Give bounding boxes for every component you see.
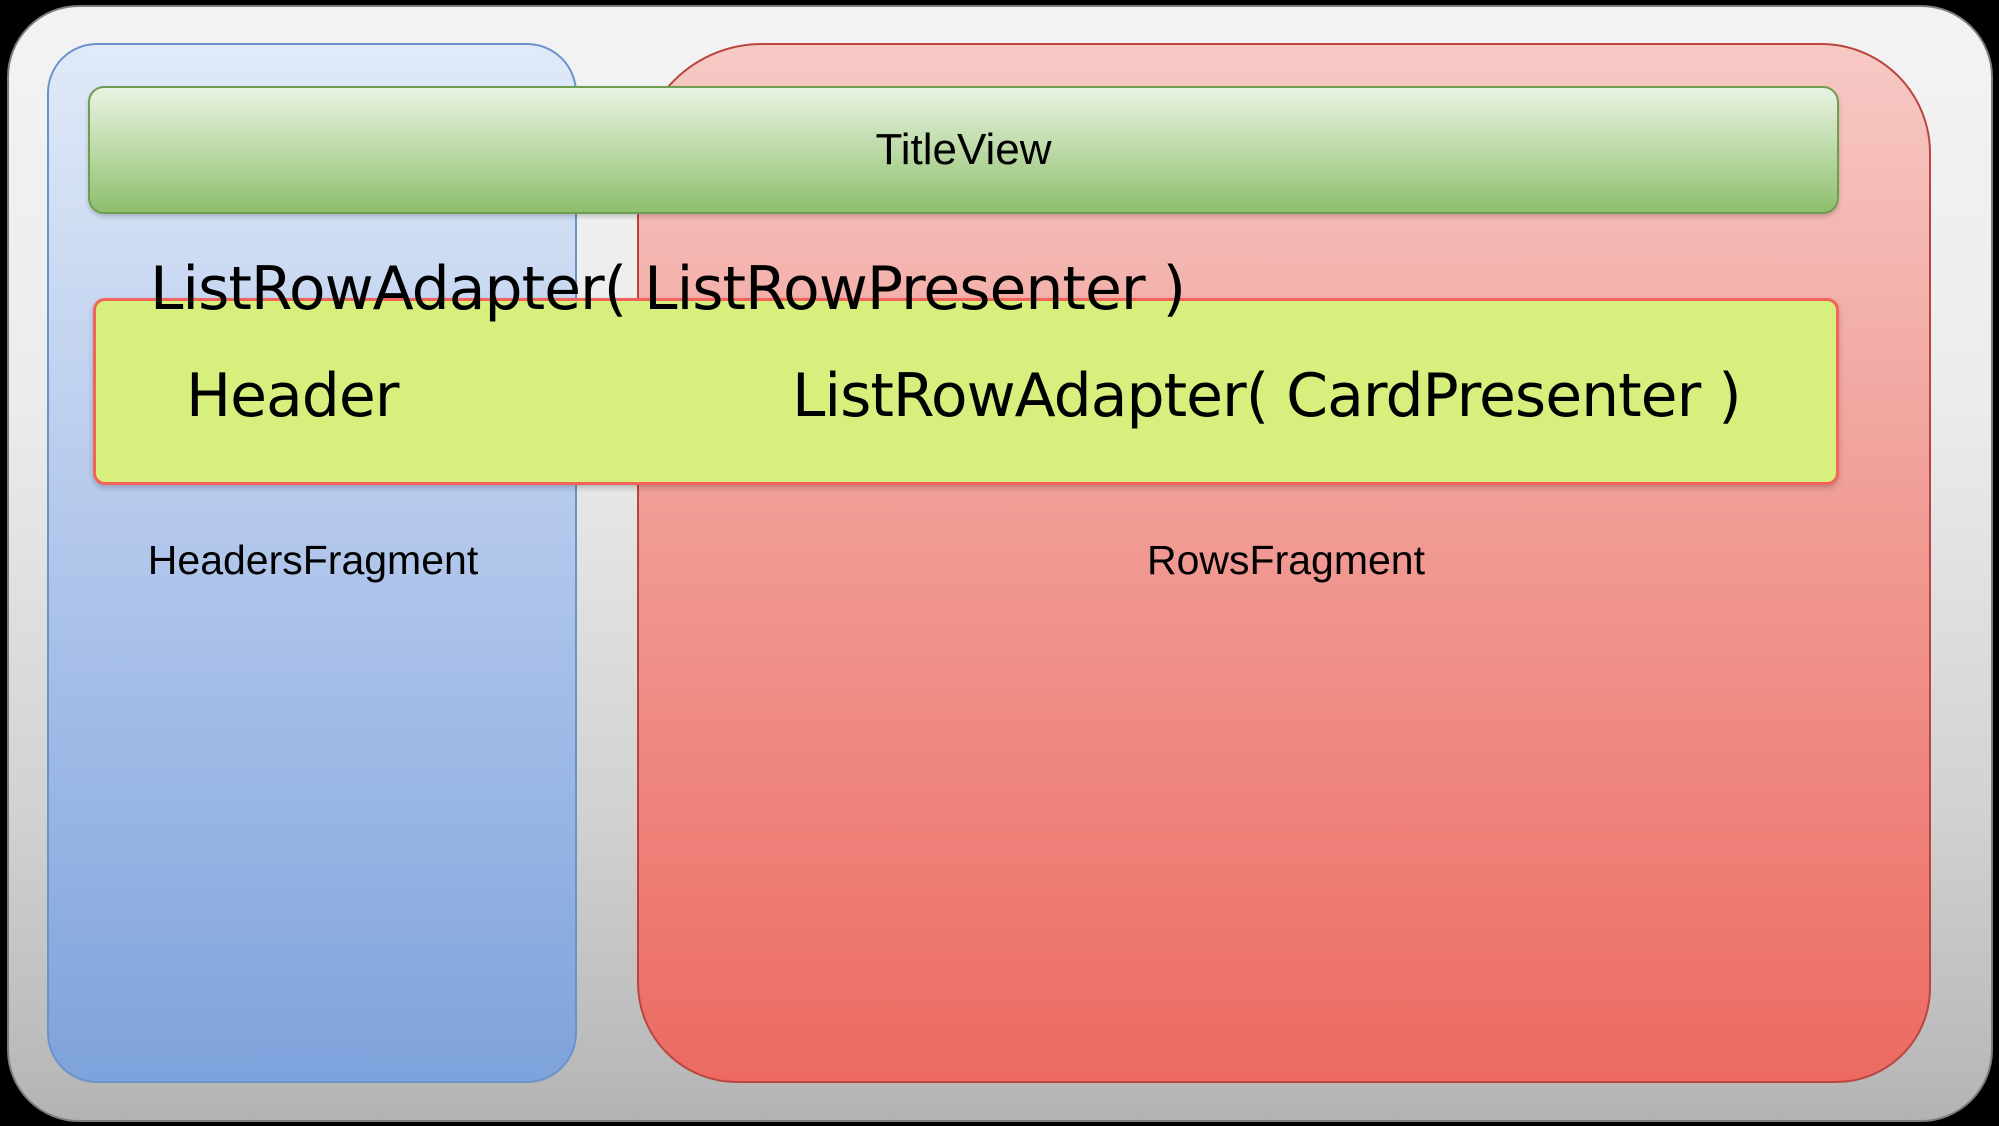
title-view-bar: TitleView (88, 86, 1839, 214)
header-label: Header (186, 361, 399, 431)
list-row-presenter-caption: ListRowAdapter( ListRowPresenter ) (150, 254, 1186, 324)
card-presenter-caption: ListRowAdapter( CardPresenter ) (792, 361, 1742, 431)
headers-fragment-panel (47, 43, 577, 1083)
headers-fragment-label: HeadersFragment (147, 537, 479, 583)
list-row-box (93, 298, 1839, 485)
rows-fragment-label: RowsFragment (1147, 537, 1425, 583)
title-view-label: TitleView (875, 125, 1052, 174)
rows-fragment-panel (637, 43, 1931, 1083)
